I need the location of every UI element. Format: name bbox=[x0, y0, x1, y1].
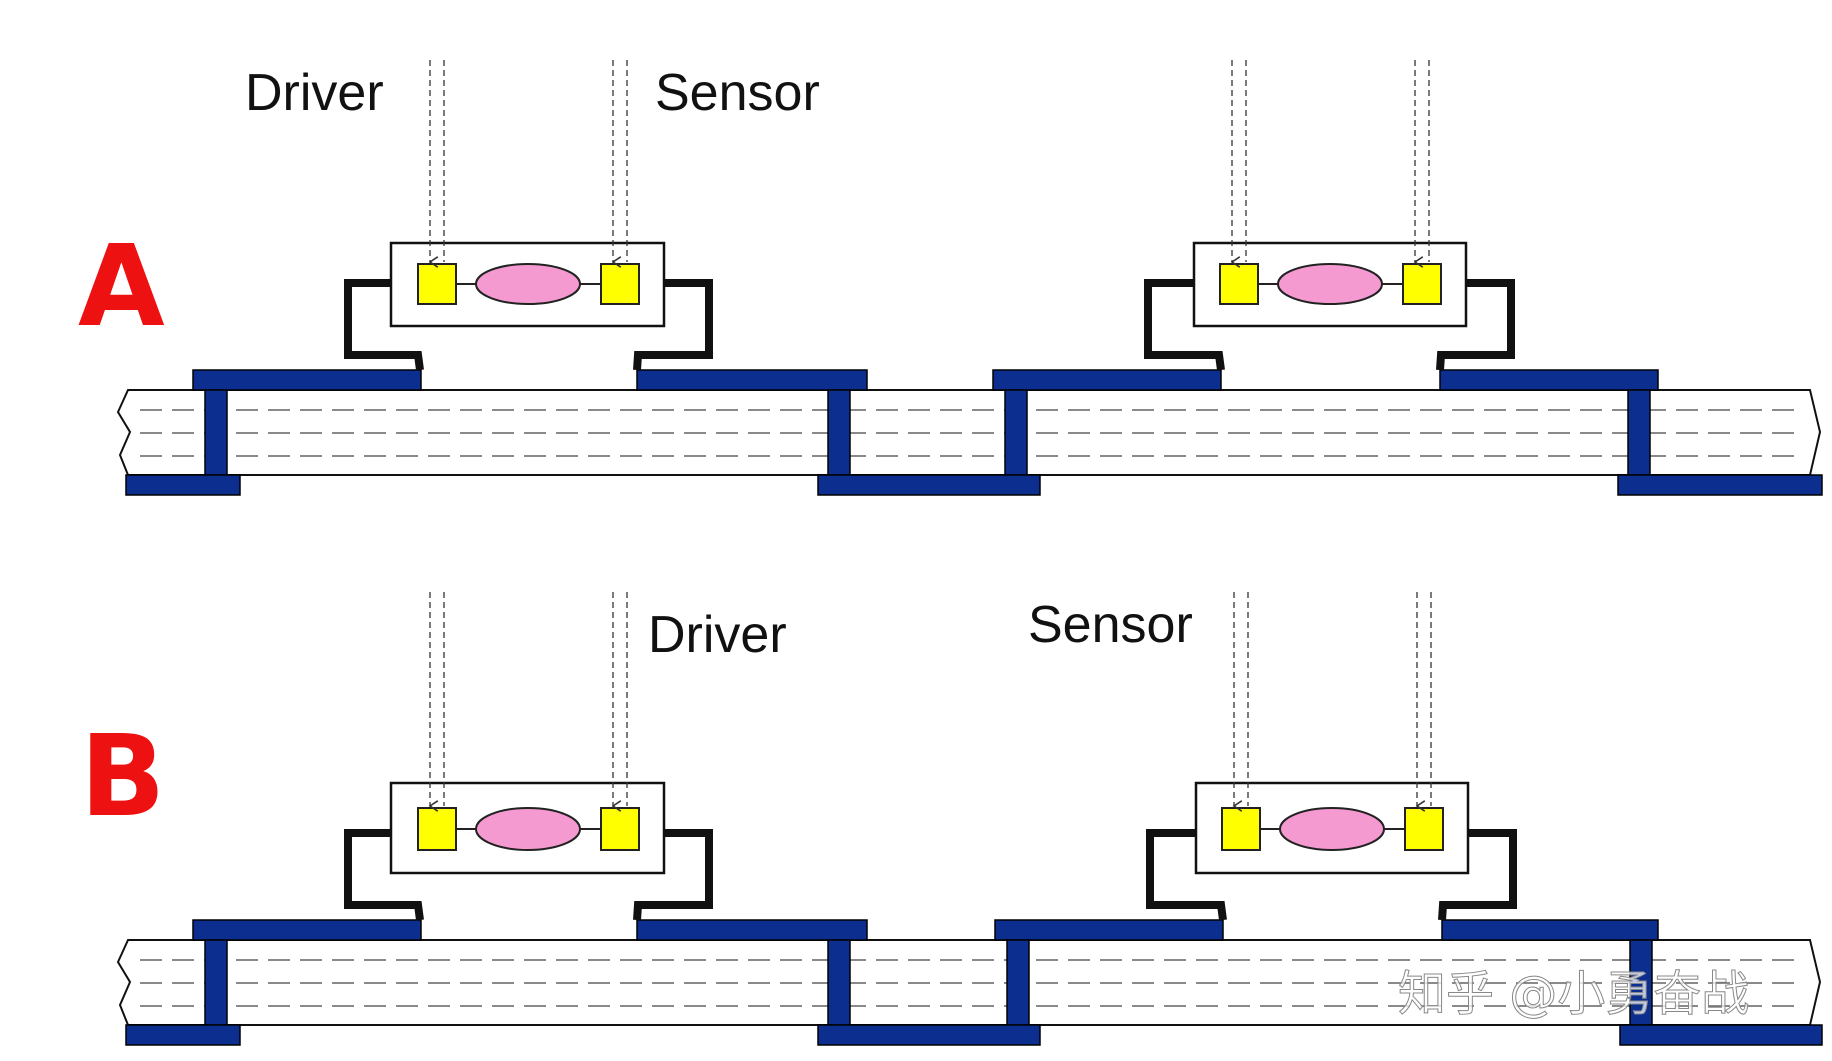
panel-letter-b: B bbox=[80, 712, 165, 842]
via-1 bbox=[204, 389, 228, 476]
via-3 bbox=[1004, 389, 1028, 476]
crystal-module-right bbox=[1146, 781, 1517, 921]
via-1 bbox=[204, 939, 228, 1026]
sensor-pad bbox=[1404, 807, 1444, 851]
crystal-module-right bbox=[1144, 241, 1515, 371]
sensor-pad bbox=[1402, 263, 1442, 305]
trace-top-3 bbox=[994, 919, 1224, 941]
probe-arrow bbox=[1413, 60, 1430, 268]
crystal-ellipse bbox=[1279, 807, 1385, 851]
driver-pad bbox=[417, 807, 457, 851]
probe-arrow bbox=[428, 592, 445, 812]
crystal-module-left bbox=[344, 241, 713, 371]
pcb-board bbox=[116, 389, 1822, 476]
via-2 bbox=[827, 389, 851, 476]
via-2 bbox=[827, 939, 851, 1026]
driver-pad bbox=[1221, 807, 1261, 851]
probe-arrow bbox=[611, 592, 628, 812]
via-3 bbox=[1006, 939, 1030, 1026]
trace-bottom-1 bbox=[125, 1024, 241, 1046]
label-driver: Driver bbox=[245, 64, 384, 122]
top-traces bbox=[192, 369, 1659, 391]
sensor-pad bbox=[600, 807, 640, 851]
driver-pad bbox=[1219, 263, 1259, 305]
top-traces bbox=[192, 919, 1659, 941]
trace-top-4 bbox=[1439, 369, 1659, 391]
probe-arrows bbox=[428, 60, 1430, 268]
driver-pad bbox=[417, 263, 457, 305]
probe-arrow bbox=[611, 60, 628, 268]
label-sensor: Sensor bbox=[655, 64, 820, 122]
trace-bottom-1 bbox=[125, 474, 241, 496]
trace-top-3 bbox=[992, 369, 1222, 391]
crystal-module-left bbox=[344, 781, 713, 921]
probe-arrow bbox=[1232, 592, 1249, 812]
trace-top-1 bbox=[192, 369, 422, 391]
crystal-ellipse bbox=[1277, 263, 1383, 305]
bottom-traces bbox=[125, 1024, 1823, 1046]
trace-bottom-3 bbox=[1617, 474, 1823, 496]
crystal-ellipse bbox=[475, 807, 581, 851]
probe-arrows bbox=[428, 592, 1432, 812]
probe-arrow bbox=[1415, 592, 1432, 812]
probe-arrow bbox=[1230, 60, 1247, 268]
panel-letter-a: A bbox=[78, 222, 165, 352]
trace-bottom-2 bbox=[817, 1024, 1041, 1046]
trace-bottom-2 bbox=[817, 474, 1041, 496]
trace-top-2 bbox=[636, 919, 868, 941]
watermark-text: 知乎 @小勇奋战 bbox=[1398, 966, 1749, 1022]
via-4 bbox=[1627, 389, 1651, 476]
trace-top-1 bbox=[192, 919, 422, 941]
label-driver: Driver bbox=[648, 606, 787, 664]
vias bbox=[204, 939, 1653, 1026]
panel-a: A bbox=[78, 60, 1823, 496]
label-sensor: Sensor bbox=[1028, 596, 1193, 654]
trace-top-2 bbox=[636, 369, 868, 391]
probe-arrow bbox=[428, 60, 445, 268]
sensor-pad bbox=[600, 263, 640, 305]
trace-bottom-3 bbox=[1619, 1024, 1823, 1046]
panel-b: B bbox=[80, 592, 1823, 1046]
bottom-traces bbox=[125, 474, 1823, 496]
trace-top-4 bbox=[1441, 919, 1659, 941]
crystal-ellipse bbox=[475, 263, 581, 305]
